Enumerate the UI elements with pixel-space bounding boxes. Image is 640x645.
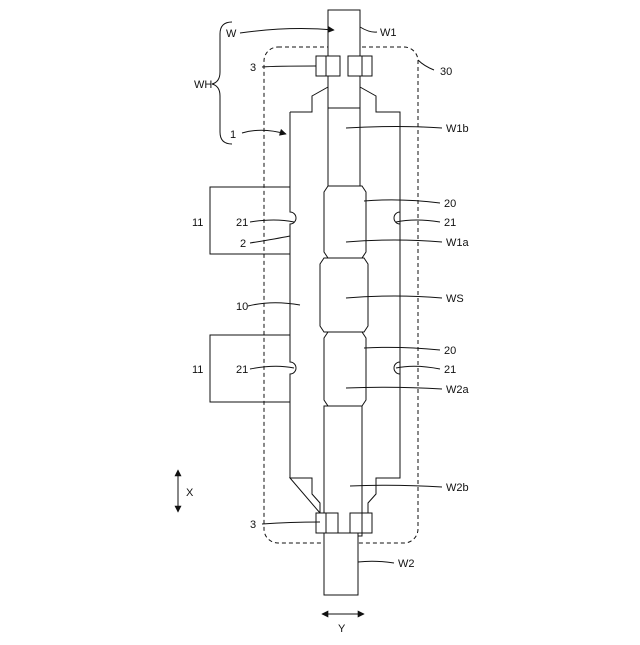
- label-W2a: W2a: [446, 384, 470, 396]
- label-10: 10: [236, 301, 248, 313]
- label-1: 1: [230, 129, 236, 141]
- label-21-right-top: 21: [444, 217, 456, 229]
- section-ws: [320, 258, 368, 332]
- label-30: 30: [440, 66, 452, 78]
- label-3-top: 3: [250, 62, 256, 74]
- label-WH: WH: [194, 79, 212, 91]
- label-Y: Y: [338, 623, 346, 635]
- label-W1: W1: [380, 27, 397, 39]
- brace-wh: [212, 22, 232, 144]
- label-11-top: 11: [192, 217, 203, 229]
- label-WS: WS: [446, 293, 464, 305]
- label-W1a: W1a: [446, 237, 470, 249]
- label-W1b: W1b: [446, 123, 469, 135]
- section-w2a: [324, 332, 366, 406]
- label-2: 2: [240, 238, 246, 250]
- holder-left-wall: [290, 112, 296, 478]
- label-W: W: [226, 28, 237, 40]
- label-11-bottom: 11: [192, 364, 203, 376]
- label-21-left-bottom: 21: [236, 364, 248, 376]
- label-20-bottom: 20: [444, 345, 456, 357]
- clamp-bottom-left: [316, 513, 338, 533]
- label-21-left-top: 21: [236, 217, 248, 229]
- label-W2b: W2b: [446, 482, 469, 494]
- label-W2: W2: [398, 558, 415, 570]
- clamp-top-right: [348, 56, 372, 76]
- section-w1a: [324, 186, 366, 258]
- clamp-top-left: [316, 56, 340, 76]
- label-3-bottom: 3: [250, 519, 256, 531]
- clamp-bottom-right: [350, 513, 372, 533]
- label-X: X: [186, 487, 194, 499]
- label-21-right-bottom: 21: [444, 364, 456, 376]
- label-20-top: 20: [444, 198, 456, 210]
- section-w1b: [328, 108, 360, 188]
- workpiece-w2: [324, 533, 358, 595]
- holder-right-wall: [394, 112, 400, 478]
